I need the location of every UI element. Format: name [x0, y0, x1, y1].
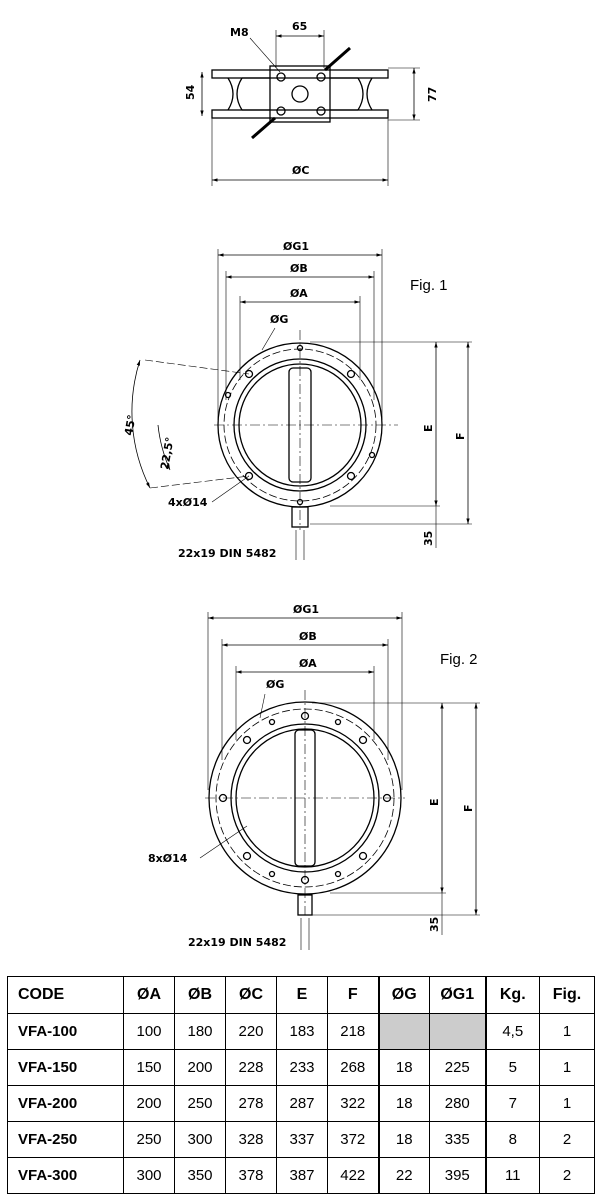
fig1-b-label: ØB — [290, 262, 308, 275]
table-cell: 268 — [327, 1049, 379, 1086]
fig2-e-label: E — [428, 798, 441, 806]
column-header: E — [276, 976, 328, 1014]
table-cell: 395 — [429, 1157, 486, 1194]
table-cell: 2 — [539, 1157, 595, 1194]
column-header: ØC — [225, 976, 277, 1014]
fig1-a-label: ØA — [290, 287, 308, 300]
table-cell: 300 — [174, 1121, 226, 1158]
technical-drawing: M8 65 54 77 ØC — [122, 20, 480, 950]
table-cell: 150 — [123, 1049, 175, 1086]
column-header: ØG — [377, 976, 430, 1014]
column-header: ØG1 — [429, 976, 486, 1014]
table-cell: 422 — [327, 1157, 379, 1194]
fig2-holes: 8xØ14 — [148, 852, 188, 865]
fig1-angle2: 22,5° — [158, 436, 176, 470]
table-cell: 220 — [225, 1013, 277, 1050]
fig2-b-label: ØB — [299, 630, 317, 643]
table-cell: VFA-300 — [7, 1157, 124, 1194]
fig1-title: Fig. 1 — [410, 277, 448, 294]
dia-c-label: ØC — [292, 164, 309, 177]
table-cell: VFA-200 — [7, 1085, 124, 1122]
table-cell: 228 — [225, 1049, 277, 1086]
column-header: Kg. — [484, 976, 540, 1014]
table-cell: 278 — [225, 1085, 277, 1122]
table-cell: 350 — [174, 1157, 226, 1194]
fig1-shaft: 22x19 DIN 5482 — [178, 547, 276, 560]
fig1-shaft-h: 35 — [422, 531, 435, 546]
table-cell: VFA-100 — [7, 1013, 124, 1050]
table-cell: 378 — [225, 1157, 277, 1194]
table-cell: 183 — [276, 1013, 328, 1050]
table-cell: 372 — [327, 1121, 379, 1158]
table-cell: 387 — [276, 1157, 328, 1194]
table-cell: 18 — [377, 1049, 430, 1086]
table-cell: 18 — [377, 1121, 430, 1158]
table-cell: 250 — [174, 1085, 226, 1122]
fig2-g-label: ØG — [266, 678, 284, 691]
table-cell: 1 — [539, 1013, 595, 1050]
table-cell: 335 — [429, 1121, 486, 1158]
width-label: 65 — [292, 20, 307, 33]
fig2-view — [199, 612, 480, 950]
column-header: ØB — [174, 976, 226, 1014]
table-cell: 7 — [484, 1085, 540, 1122]
fig2-shaft-h: 35 — [428, 917, 441, 932]
table-cell: 233 — [276, 1049, 328, 1086]
table-cell: 1 — [539, 1085, 595, 1122]
fig1-f-label: F — [454, 432, 467, 440]
height-outer-label: 77 — [426, 87, 439, 102]
table-cell: 322 — [327, 1085, 379, 1122]
fig1-angle1: 45° — [122, 414, 138, 437]
table-cell: 287 — [276, 1085, 328, 1122]
fig1-e-label: E — [422, 424, 435, 432]
thread-label: M8 — [230, 26, 249, 39]
table-cell: VFA-150 — [7, 1049, 124, 1086]
table-cell: 1 — [539, 1049, 595, 1086]
column-header: CODE — [7, 976, 124, 1014]
fig2-a-label: ØA — [299, 657, 317, 670]
table-cell: 8 — [484, 1121, 540, 1158]
table-cell: 280 — [429, 1085, 486, 1122]
table-cell: 337 — [276, 1121, 328, 1158]
table-cell: 2 — [539, 1121, 595, 1158]
table-cell: 18 — [377, 1085, 430, 1122]
table-cell: 225 — [429, 1049, 486, 1086]
table-cell: 180 — [174, 1013, 226, 1050]
table-cell — [377, 1013, 430, 1050]
fig2-g1-label: ØG1 — [293, 603, 319, 616]
height-inner-label: 54 — [184, 84, 197, 100]
fig2-title: Fig. 2 — [440, 651, 478, 668]
table-cell: 22 — [377, 1157, 430, 1194]
column-header: ØA — [123, 976, 175, 1014]
column-header: F — [327, 976, 379, 1014]
fig1-g1-label: ØG1 — [283, 240, 309, 253]
table-cell: 4,5 — [484, 1013, 540, 1050]
table-cell: 200 — [174, 1049, 226, 1086]
fig2-f-label: F — [462, 804, 475, 812]
fig1-view — [131, 249, 472, 560]
fig1-g-label: ØG — [270, 313, 288, 326]
fig2-shaft: 22x19 DIN 5482 — [188, 936, 286, 949]
table-cell: 328 — [225, 1121, 277, 1158]
table-cell: 218 — [327, 1013, 379, 1050]
table-cell: 100 — [123, 1013, 175, 1050]
table-cell: 300 — [123, 1157, 175, 1194]
column-header: Fig. — [539, 976, 595, 1014]
table-cell: VFA-250 — [7, 1121, 124, 1158]
table-cell: 11 — [484, 1157, 540, 1194]
fig1-holes: 4xØ14 — [168, 496, 208, 509]
table-cell: 200 — [123, 1085, 175, 1122]
table-cell: 5 — [484, 1049, 540, 1086]
table-cell — [429, 1013, 486, 1050]
table-cell: 250 — [123, 1121, 175, 1158]
top-view — [200, 30, 420, 186]
